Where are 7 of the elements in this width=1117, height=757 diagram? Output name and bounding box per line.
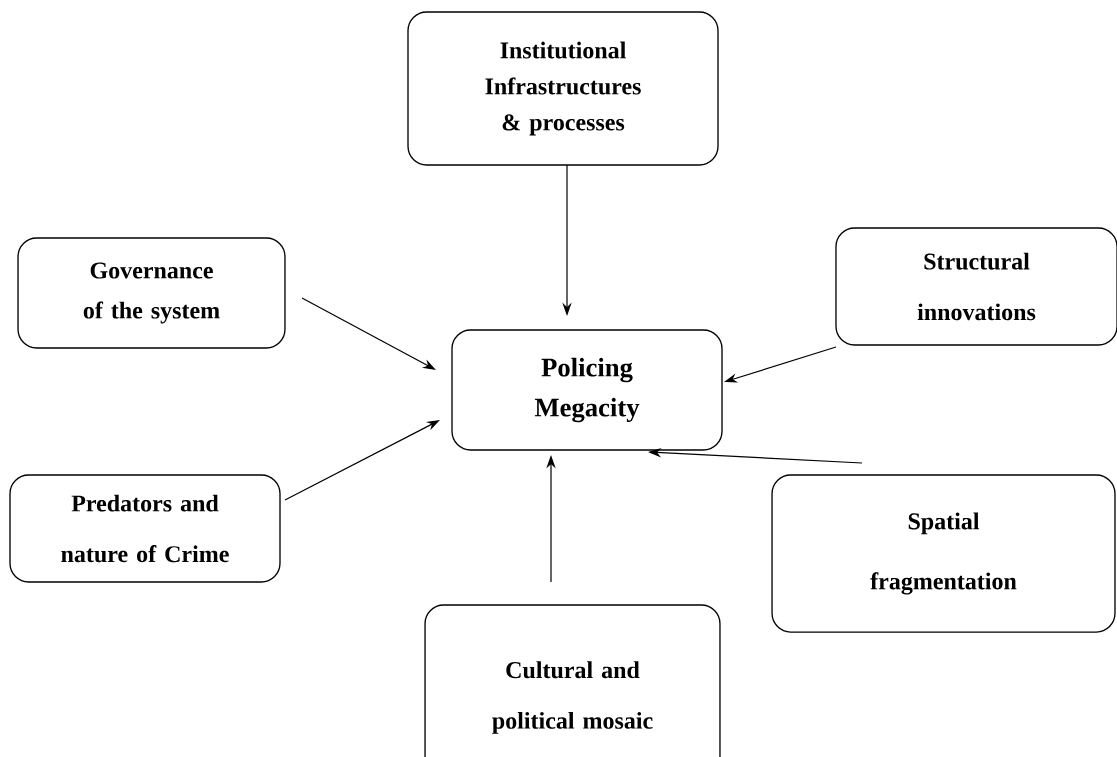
text-box: Policing Megacity (451, 329, 723, 451)
text-box: Spatial fragmentation (771, 474, 1116, 633)
text-box: Governance of the system (17, 237, 286, 349)
text-box: Institutional Infrastructures & processes (407, 11, 719, 166)
text-box: Predators and nature of Crime (9, 474, 281, 583)
text-box: Cultural and political mosaic (424, 604, 721, 757)
text-box: Structural innovations (835, 227, 1117, 346)
